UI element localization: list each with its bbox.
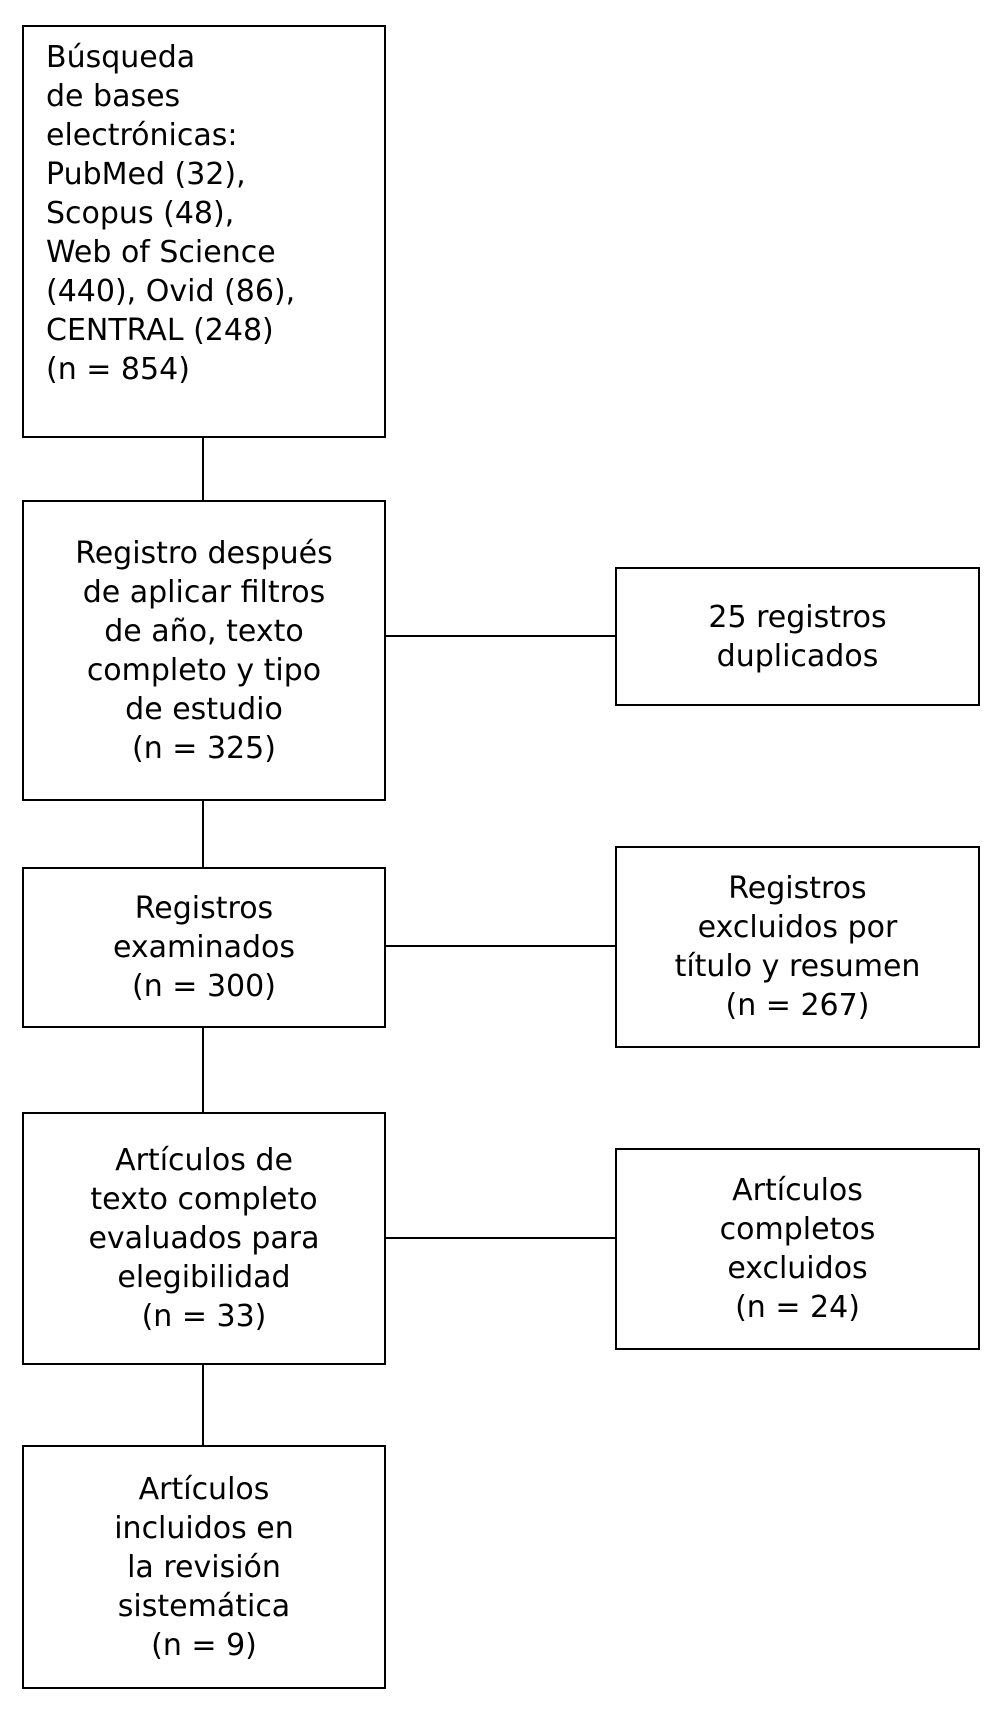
node-eligibility: Artículos de texto completo evaluados pa…	[22, 1112, 386, 1365]
node-after-filters-label: Registro después de aplicar filtros de a…	[75, 535, 333, 766]
connector-identification-to-after-filters	[202, 438, 204, 502]
node-fulltext-excluded: Artículos completos excluidos (n = 24)	[615, 1148, 980, 1350]
connector-screened-to-eligibility	[202, 1028, 204, 1112]
connector-eligibility-to-included	[202, 1365, 204, 1445]
node-included-label: Artículos incluidos en la revisión siste…	[114, 1471, 294, 1663]
node-screened-label: Registros examinados (n = 300)	[112, 891, 296, 1004]
node-included: Artículos incluidos en la revisión siste…	[22, 1445, 386, 1689]
node-screened: Registros examinados (n = 300)	[22, 867, 386, 1028]
connector-after-filters-to-screened	[202, 801, 204, 867]
connector-after-filters-to-duplicates	[386, 635, 615, 637]
node-fulltext-excluded-label: Artículos completos excluidos (n = 24)	[719, 1173, 876, 1325]
node-after-filters: Registro después de aplicar filtros de a…	[22, 500, 386, 801]
node-excluded-title-abstract-label: Registros excluidos por título y resumen…	[674, 871, 921, 1023]
connector-eligibility-to-fulltext-excluded	[386, 1237, 615, 1239]
node-identification: Búsqueda de bases electrónicas: PubMed (…	[22, 25, 386, 438]
node-excluded-title-abstract: Registros excluidos por título y resumen…	[615, 846, 980, 1048]
node-duplicates: 25 registros duplicados	[615, 567, 980, 706]
node-duplicates-label: 25 registros duplicados	[708, 599, 887, 674]
node-identification-label: Búsqueda de bases electrónicas: PubMed (…	[46, 40, 296, 387]
node-eligibility-label: Artículos de texto completo evaluados pa…	[88, 1143, 320, 1334]
connector-screened-to-excluded	[386, 945, 615, 947]
